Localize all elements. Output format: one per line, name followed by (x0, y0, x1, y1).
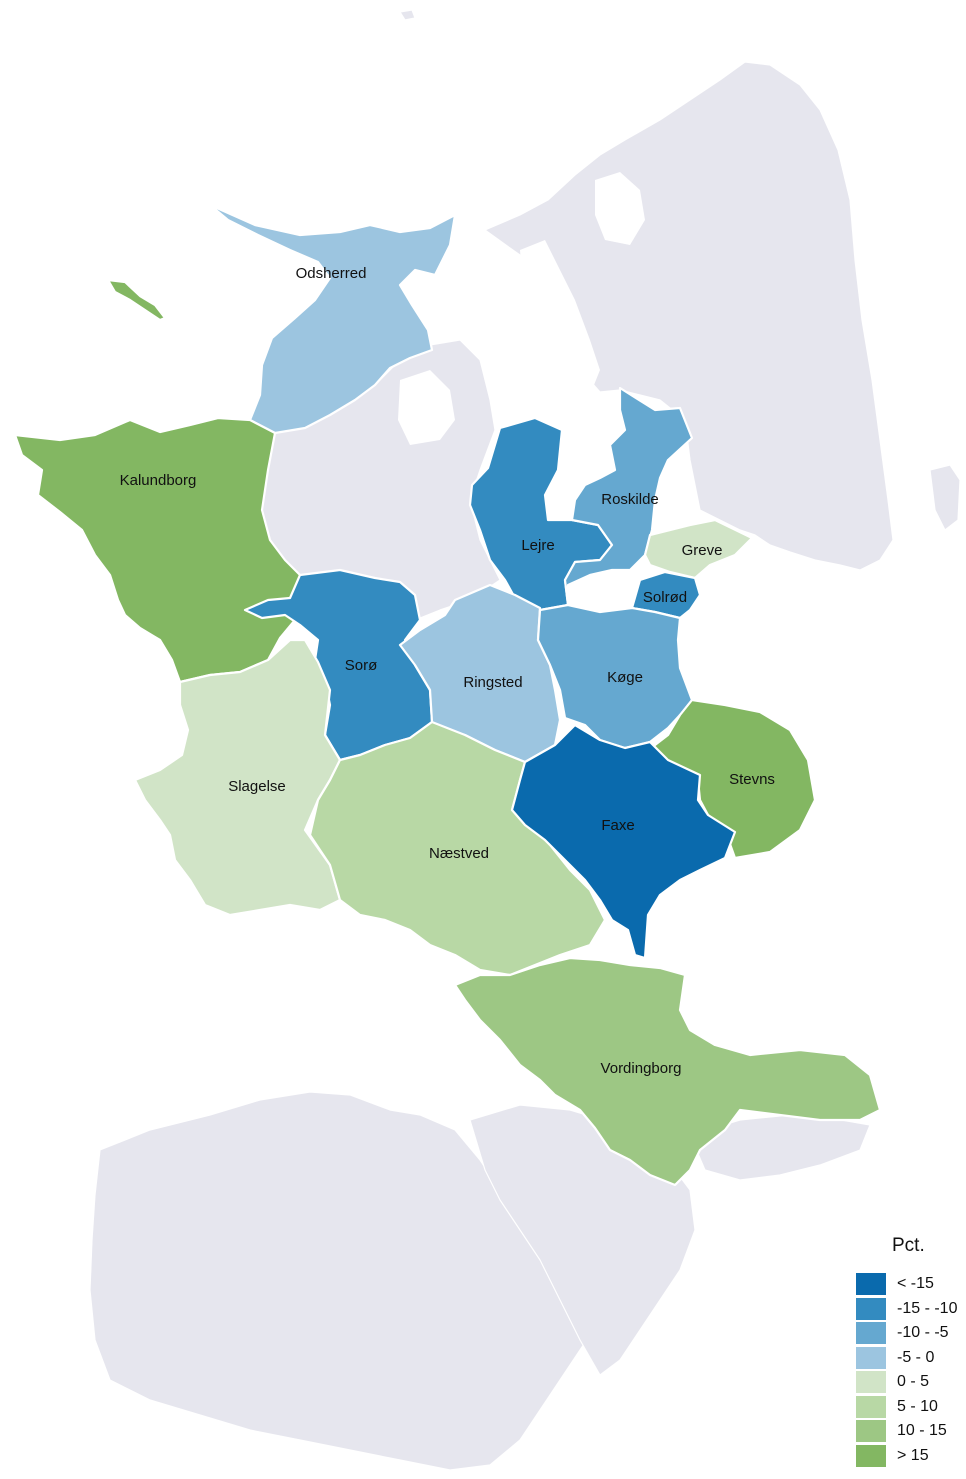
koge-region[interactable] (536, 603, 694, 750)
roskilde-fjord-water (520, 240, 600, 400)
label-ringsted: Ringsted (463, 674, 522, 691)
small-island-land (399, 9, 416, 21)
label-kalundborg: Kalundborg (120, 472, 197, 489)
base-land (89, 9, 961, 1471)
legend-swatch (856, 1420, 886, 1443)
legend-item: 10 - 15 (856, 1419, 966, 1444)
lake-water (595, 172, 645, 245)
kalundborg-island[interactable] (106, 278, 167, 322)
lolland-land (89, 1091, 601, 1471)
label-roskilde: Roskilde (601, 491, 659, 508)
label-stevns: Stevns (729, 771, 775, 788)
legend: Pct. < -15 -15 - -10 -10 - -5 -5 - 0 0 -… (856, 1234, 966, 1468)
label-odsherred: Odsherred (296, 265, 367, 282)
greve-region[interactable] (643, 518, 754, 580)
label-vordingborg: Vordingborg (601, 1060, 682, 1077)
amager-land (929, 464, 961, 531)
legend-swatch (856, 1297, 886, 1320)
legend-item: -10 - -5 (856, 1321, 966, 1346)
legend-item: > 15 (856, 1444, 966, 1469)
legend-label: < -15 (897, 1275, 934, 1293)
legend-item: 0 - 5 (856, 1370, 966, 1395)
kalundborg-region[interactable] (13, 416, 307, 684)
label-greve: Greve (682, 542, 723, 559)
isefjord-water (398, 370, 455, 445)
legend-item: 5 - 10 (856, 1395, 966, 1420)
odsherred-region[interactable] (208, 203, 457, 435)
label-solrod: Solrød (643, 589, 687, 606)
legend-label: -10 - -5 (897, 1324, 949, 1342)
legend-label: -5 - 0 (897, 1348, 935, 1366)
municipalities (13, 203, 882, 1187)
label-koge: Køge (607, 669, 643, 686)
label-lejre: Lejre (521, 537, 554, 554)
legend-swatch (856, 1273, 886, 1296)
label-soro: Sorø (345, 657, 378, 674)
label-faxe: Faxe (601, 817, 634, 834)
faxe-region[interactable] (510, 723, 737, 960)
legend-label: 10 - 15 (897, 1422, 947, 1440)
legend-swatch (856, 1346, 886, 1369)
north-zealand-land (484, 61, 894, 571)
legend-swatch (856, 1395, 886, 1418)
label-naestved: Næstved (429, 845, 489, 862)
vordingborg-region[interactable] (453, 956, 882, 1187)
legend-swatch (856, 1444, 886, 1467)
legend-item: -15 - -10 (856, 1297, 966, 1322)
slagelse-region[interactable] (133, 638, 342, 917)
legend-swatch (856, 1322, 886, 1345)
legend-title: Pct. (892, 1235, 925, 1256)
legend-item: < -15 (856, 1272, 966, 1297)
legend-swatch (856, 1371, 886, 1394)
label-slagelse: Slagelse (228, 778, 286, 795)
legend-label: > 15 (897, 1446, 929, 1464)
naestved-region[interactable] (308, 720, 607, 977)
legend-item: -5 - 0 (856, 1346, 966, 1371)
legend-label: 0 - 5 (897, 1373, 930, 1391)
mon-land (689, 1114, 871, 1181)
roskilde-region[interactable] (563, 386, 694, 607)
legend-label: -15 - -10 (897, 1299, 958, 1317)
municipality-labels: Odsherred Kalundborg Lejre Roskilde Grev… (120, 265, 775, 1077)
legend-label: 5 - 10 (897, 1397, 938, 1415)
